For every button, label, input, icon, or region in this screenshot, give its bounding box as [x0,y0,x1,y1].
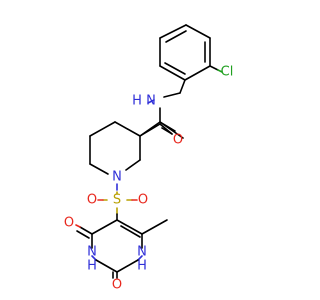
bond [125,159,141,171]
bond [116,219,143,235]
bond [89,121,116,137]
bond [179,79,186,94]
pyrimidine-ring [91,219,143,273]
bond [184,65,211,81]
ring-nitrogen-left-label: N [87,245,97,260]
double-bond-inner [120,225,141,238]
bond [159,121,176,132]
chlorine-label: Cl [221,65,234,80]
bond [139,123,161,137]
ring-oxygen-bottom-label: O [112,278,122,293]
ring-nitrogen-right-hydrogen-label: H [137,259,147,274]
double-bond-inner [165,30,187,43]
ring-nitrogen-right-label: N [137,245,147,260]
bond [159,24,187,39]
bond [114,121,141,137]
ring-oxygen-top-label: O [64,216,74,231]
bond [95,259,118,273]
bond [159,65,186,81]
amide-oxygen-label: O [173,133,183,148]
benzene-ring [159,24,211,81]
sulfonyl-oxygen-left-label: O [87,193,97,208]
molecule-structure-diagram: Cl N H O N S O O O N H N H O [64,24,233,293]
bond [185,24,211,39]
sulfur-label: S [113,193,121,208]
piperidine-ring [89,121,141,175]
amide-hydrogen-label: H [132,94,142,109]
bond [89,163,109,175]
bond [79,226,93,235]
ring-nitrogen-left-hydrogen-label: H [87,259,97,274]
bond [91,219,118,235]
bond [209,65,219,71]
bond [163,92,181,98]
bond-n [137,255,143,261]
bond [159,123,173,135]
bond-o [75,224,81,228]
bond-n [147,99,155,104]
sulfonyl-oxygen-right-label: O [138,193,148,208]
amide-nitrogen-label: N [146,94,156,109]
bond [116,259,139,273]
methyl-bond [141,219,168,235]
bond-n [91,255,97,261]
atom-labels: Cl N H O N S O O O N H N H O [64,65,233,293]
double-bond-inner [164,62,186,75]
bond-cl [217,69,223,73]
bond [76,230,90,239]
piperidine-nitrogen-label: N [112,170,122,185]
